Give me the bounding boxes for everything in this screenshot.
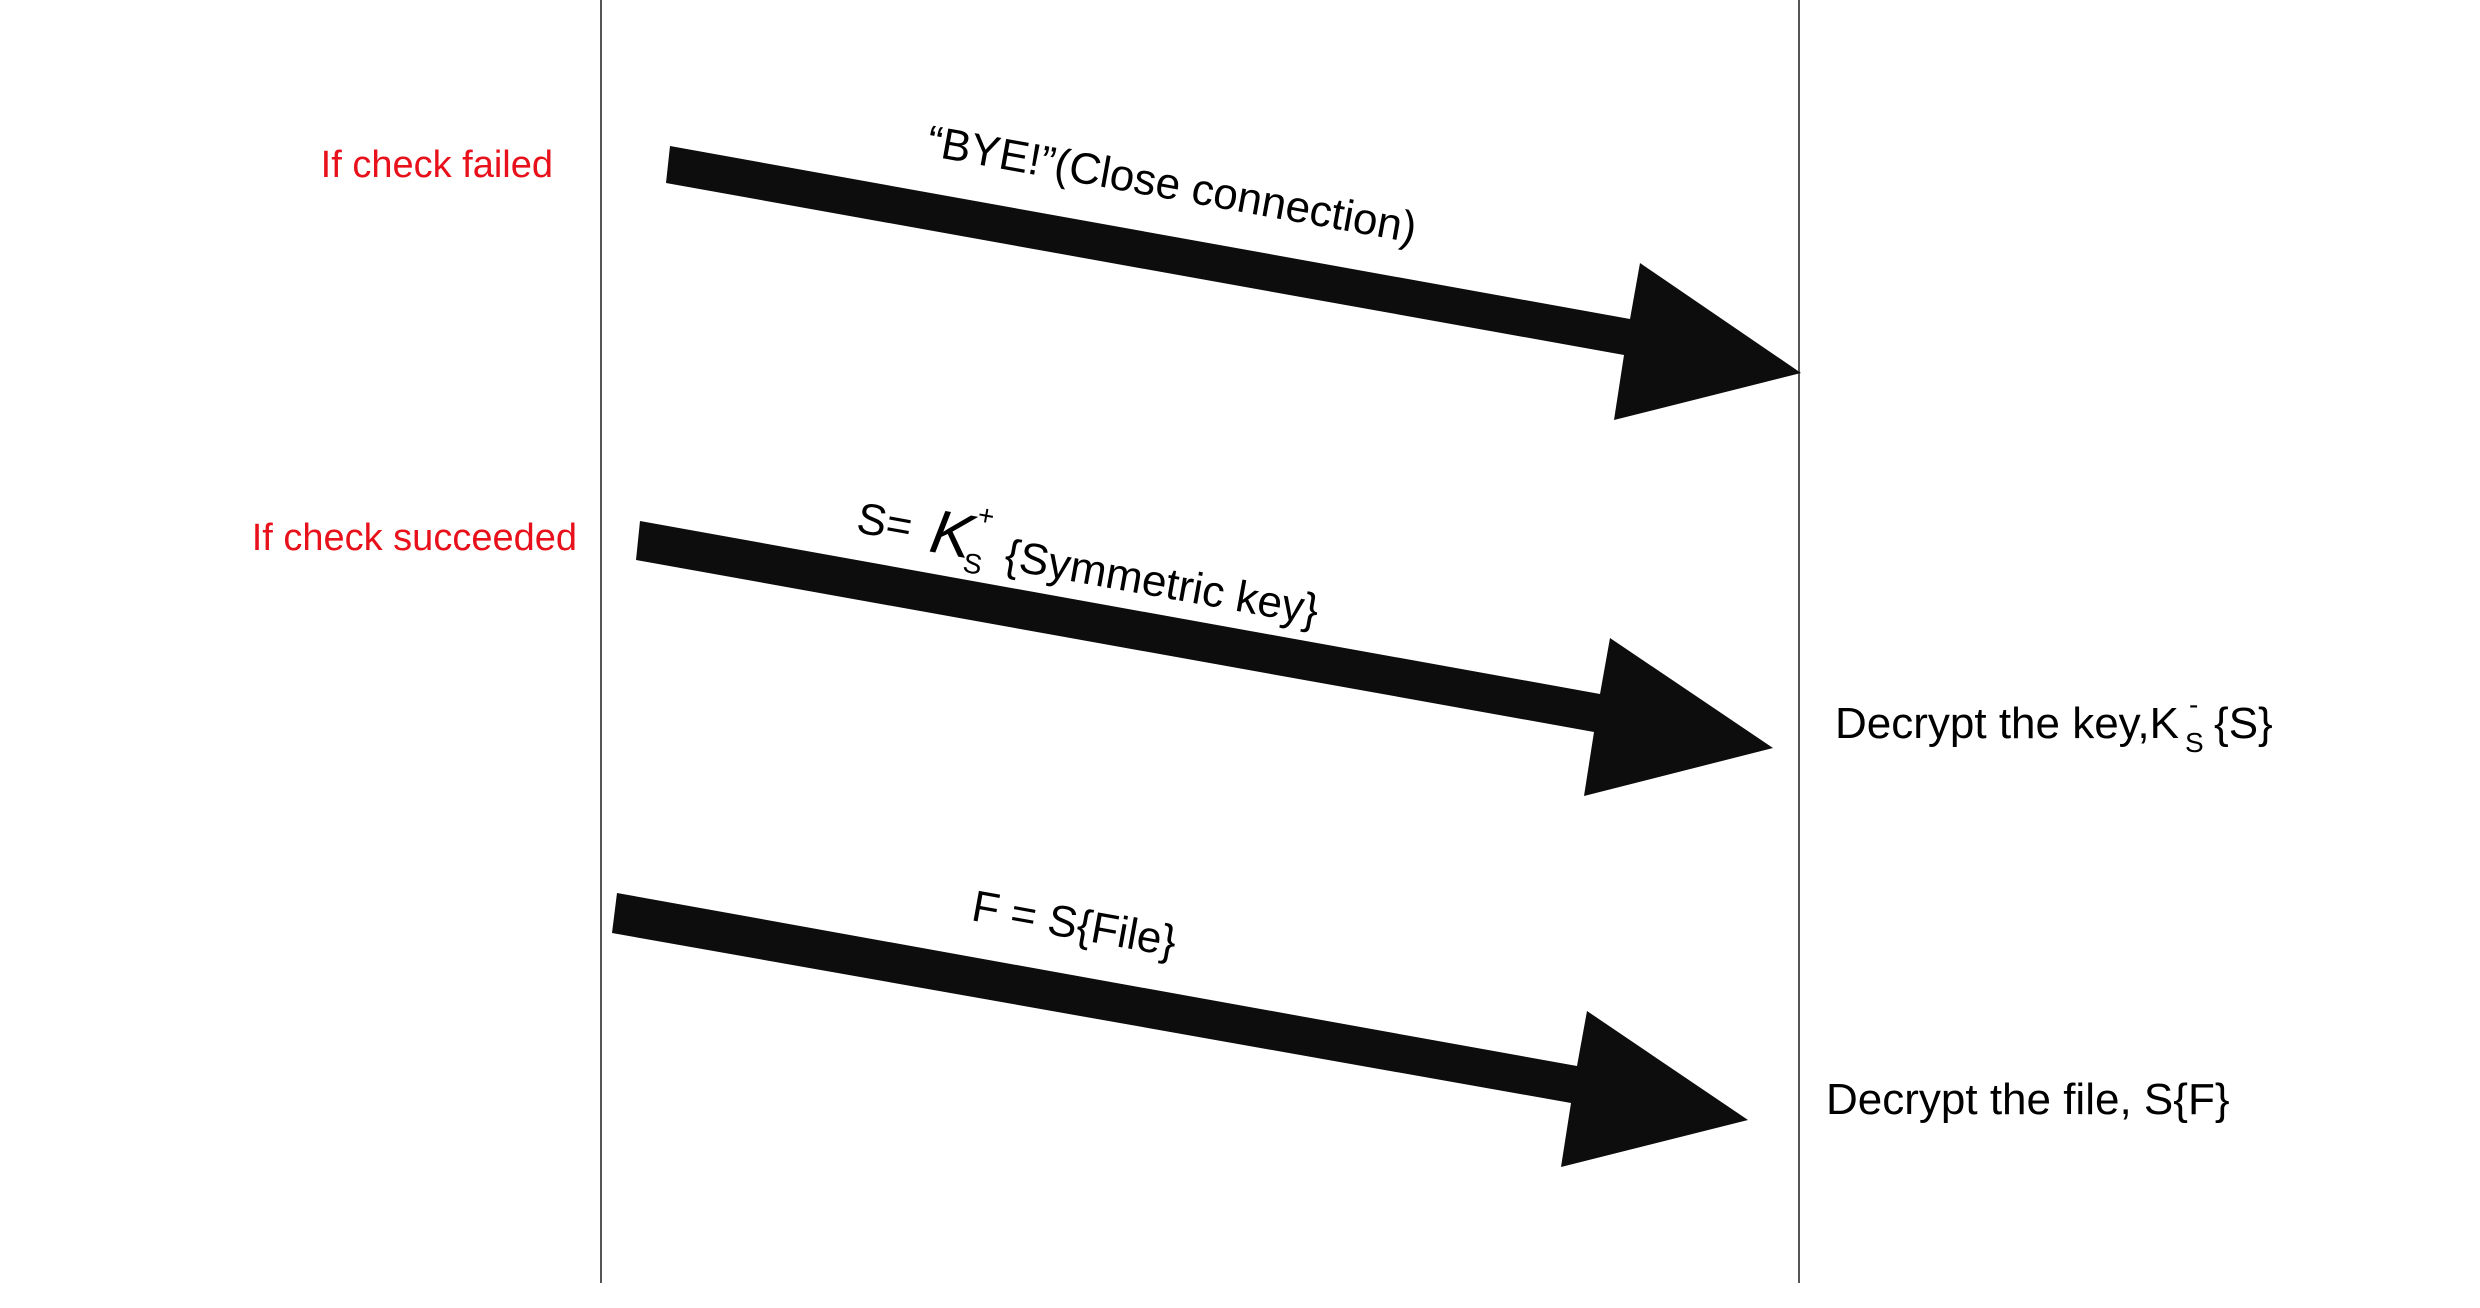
key-superscript: + [975, 499, 997, 532]
note-decrypt-key: Decrypt the key,K - S {S} [1835, 689, 2273, 758]
note-decrypt-file: Decrypt the file, S{F} [1826, 1075, 2230, 1124]
key-subscript: S [961, 547, 985, 581]
message-label-symmetric-key-prefix: S= [853, 494, 916, 552]
note-decrypt-key-superscript: - [2189, 689, 2198, 720]
message-arrow-symmetric-key [636, 521, 1773, 796]
note-check-succeeded: If check succeeded [252, 517, 577, 559]
note-decrypt-key-suffix: {S} [2214, 699, 2273, 748]
message-label-file: F = S{File} [968, 882, 1180, 967]
note-decrypt-key-prefix: Decrypt the key,K [1835, 699, 2179, 748]
message-arrow-file [612, 893, 1748, 1167]
note-decrypt-key-subscript: S [2185, 727, 2204, 758]
message-arrow-bye [666, 146, 1801, 420]
note-check-failed: If check failed [321, 144, 553, 186]
